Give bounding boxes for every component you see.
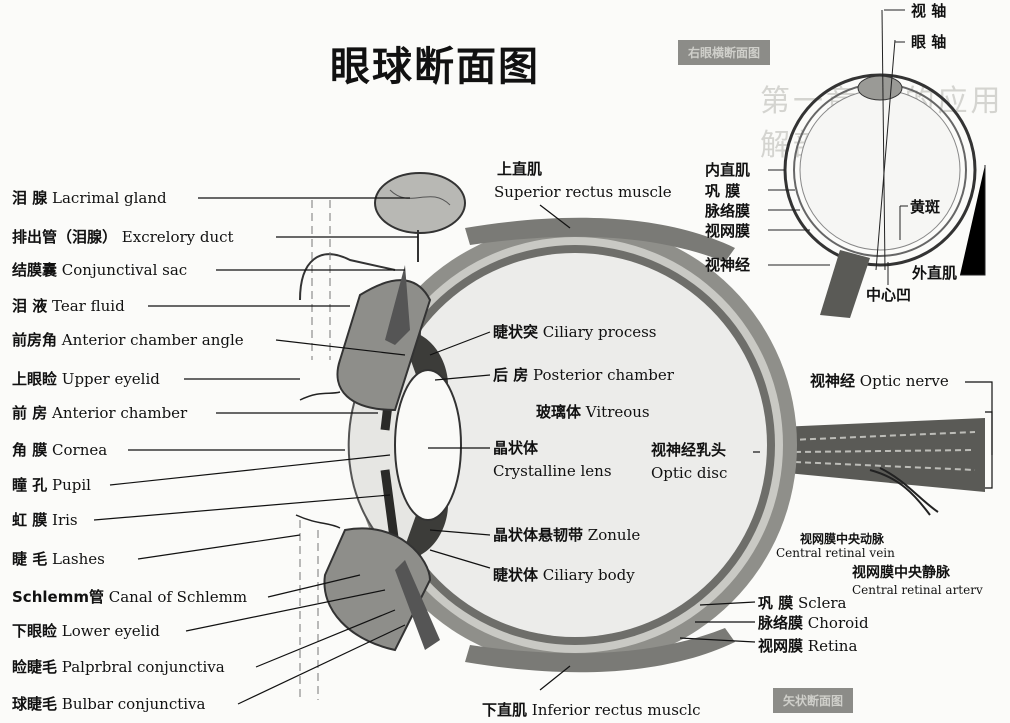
label-central-retinal-vein-cn: 视网膜中央静脉 — [852, 564, 950, 582]
label-choroid: 脉络膜 Choroid — [758, 614, 869, 632]
label-excretory-duct: 排出管（泪腺） Excrelory duct — [12, 228, 234, 246]
label-superior-rectus-cn: 上直肌 — [497, 160, 542, 178]
label-optic-nerve: 视神经 Optic nerve — [810, 372, 949, 390]
inset-label-optic-axis: 眼 轴 — [911, 33, 946, 51]
crystalline-lens — [395, 370, 461, 520]
label-vitreous: 玻璃体 Vitreous — [536, 403, 650, 421]
label-optic-disc-cn: 视神经乳头 — [651, 441, 726, 459]
label-central-retinal-artery-en: Central retinal vein — [776, 546, 895, 560]
label-lashes: 睫 毛 Lashes — [12, 550, 105, 568]
label-lens-cn: 晶状体 — [493, 439, 538, 457]
label-retina: 视网膜 Retina — [758, 637, 857, 655]
label-upper-eyelid: 上眼睑 Upper eyelid — [12, 370, 160, 388]
inset-label-macula: 黄斑 — [910, 198, 940, 216]
label-zonule: 晶状体悬韧带 Zonule — [493, 526, 640, 544]
label-sclera: 巩 膜 Sclera — [758, 594, 846, 612]
inset-label-lateral-rectus: 外直肌 — [912, 264, 957, 282]
label-optic-disc-en: Optic disc — [651, 464, 727, 482]
label-central-retinal-artery-cn: 视网膜中央动脉 — [800, 532, 884, 546]
inset-label-retina: 视网膜 — [705, 222, 750, 240]
label-bulbar-conjunctiva: 球睫毛 Bulbar conjunctiva — [12, 695, 205, 713]
label-iris: 虹 膜 Iris — [12, 511, 78, 529]
label-conjunctival-sac: 结膜囊 Conjunctival sac — [12, 261, 187, 279]
label-posterior-chamber: 后 房 Posterior chamber — [493, 366, 674, 384]
inset-label-sclera: 巩 膜 — [705, 182, 740, 200]
inset-label-fovea: 中心凹 — [866, 286, 911, 304]
label-anterior-chamber-angle: 前房角 Anterior chamber angle — [12, 331, 244, 349]
label-lower-eyelid: 下眼睑 Lower eyelid — [12, 622, 160, 640]
label-canal-of-schlemm: Schlemm管 Canal of Schlemm — [12, 588, 247, 606]
label-central-retinal-vein-en: Central retinal arterv — [852, 583, 983, 597]
label-palpebral-conjunctiva: 睑睫毛 Palprbral conjunctiva — [12, 658, 225, 676]
label-cornea: 角 膜 Cornea — [12, 441, 107, 459]
label-lens-en: Crystalline lens — [493, 462, 612, 480]
lacrimal-gland — [375, 173, 465, 233]
inset-label-optic-nerve: 视神经 — [705, 256, 750, 274]
inset-label-choroid: 脉络膜 — [705, 202, 750, 220]
label-ciliary-process: 睫状突 Ciliary process — [493, 323, 657, 341]
label-ciliary-body: 睫状体 Ciliary body — [493, 566, 635, 584]
inset-label-medial-rectus: 内直肌 — [705, 161, 750, 179]
label-superior-rectus-en: Superior rectus muscle — [494, 183, 672, 201]
label-tear-fluid: 泪 液 Tear fluid — [12, 297, 125, 315]
inset-label-visual-axis: 视 轴 — [911, 2, 946, 20]
label-anterior-chamber: 前 房 Anterior chamber — [12, 404, 187, 422]
label-lacrimal-gland: 泪 腺 Lacrimal gland — [12, 189, 167, 207]
label-pupil: 瞳 孔 Pupil — [12, 476, 91, 494]
label-inferior-rectus: 下直肌 Inferior rectus musclc — [482, 701, 701, 719]
